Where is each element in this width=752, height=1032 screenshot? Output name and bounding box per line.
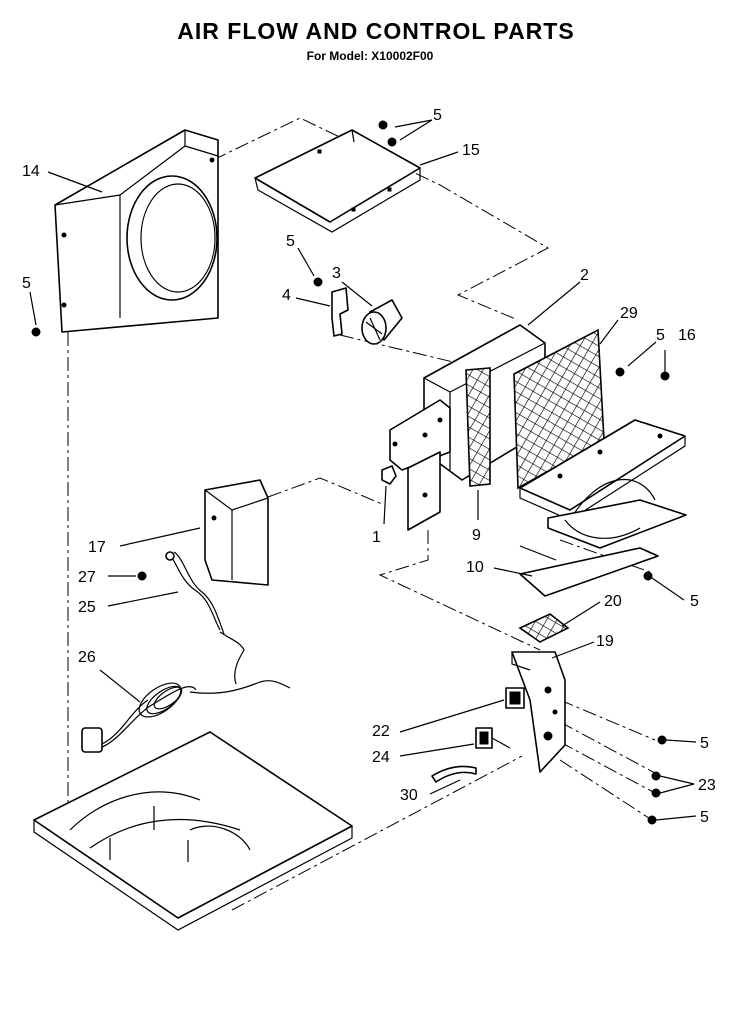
callout-30: 30 xyxy=(400,787,418,804)
diagram-title: AIR FLOW AND CONTROL PARTS xyxy=(177,18,575,44)
callout-20: 20 xyxy=(604,593,622,610)
callout-9: 9 xyxy=(472,527,481,544)
part-4-bracket xyxy=(331,287,349,337)
callout-22: 22 xyxy=(372,723,390,740)
part-10-drain-tray xyxy=(519,545,659,597)
callout-14: 14 xyxy=(22,163,40,180)
callout-5: 5 xyxy=(700,735,709,752)
part-14-fan-shroud xyxy=(54,129,219,333)
callout-19: 19 xyxy=(596,633,614,650)
part-19-control-bracket xyxy=(511,651,566,773)
callout-labels: 5 15 14 5 5 3 4 2 29 5 16 1 9 17 27 25 2… xyxy=(22,107,716,826)
callout-25: 25 xyxy=(78,599,96,616)
callout-5: 5 xyxy=(22,275,31,292)
part-17-control-cover xyxy=(204,479,269,586)
callout-15: 15 xyxy=(462,142,480,159)
part-2-bulkhead xyxy=(389,324,546,531)
part-9-filter-strip xyxy=(465,367,491,487)
callout-2: 2 xyxy=(580,267,589,284)
callout-27: 27 xyxy=(78,569,96,586)
part-25-wire-harness xyxy=(165,551,245,685)
part-3-motor-capacitor xyxy=(361,299,403,345)
callout-5: 5 xyxy=(433,107,442,124)
part-16-base-pan xyxy=(519,419,687,549)
leader-lines xyxy=(29,119,697,821)
callout-5: 5 xyxy=(656,327,665,344)
callout-24: 24 xyxy=(372,749,390,766)
callout-23: 23 xyxy=(698,777,716,794)
callout-10: 10 xyxy=(466,559,484,576)
part-15-top-bracket xyxy=(254,129,421,233)
base-pan xyxy=(33,731,353,931)
part-24-thermostat-switch xyxy=(475,727,511,749)
part-1-clip xyxy=(381,465,397,485)
callout-3: 3 xyxy=(332,265,341,282)
callout-17: 17 xyxy=(88,539,106,556)
part-20-pad xyxy=(518,613,570,643)
part-22-selector-switch xyxy=(505,687,525,709)
callout-29: 29 xyxy=(620,305,638,322)
part-30-strap xyxy=(431,765,477,783)
callout-16: 16 xyxy=(678,327,696,344)
callout-26: 26 xyxy=(78,649,96,666)
assembly-dashed-lines xyxy=(67,117,656,911)
part-26-power-cord xyxy=(81,680,291,753)
callout-5: 5 xyxy=(690,593,699,610)
callout-5: 5 xyxy=(700,809,709,826)
diagram-subtitle: For Model: X10002F00 xyxy=(306,49,434,63)
callout-5: 5 xyxy=(286,233,295,250)
callout-4: 4 xyxy=(282,287,291,304)
callout-1: 1 xyxy=(372,529,381,546)
